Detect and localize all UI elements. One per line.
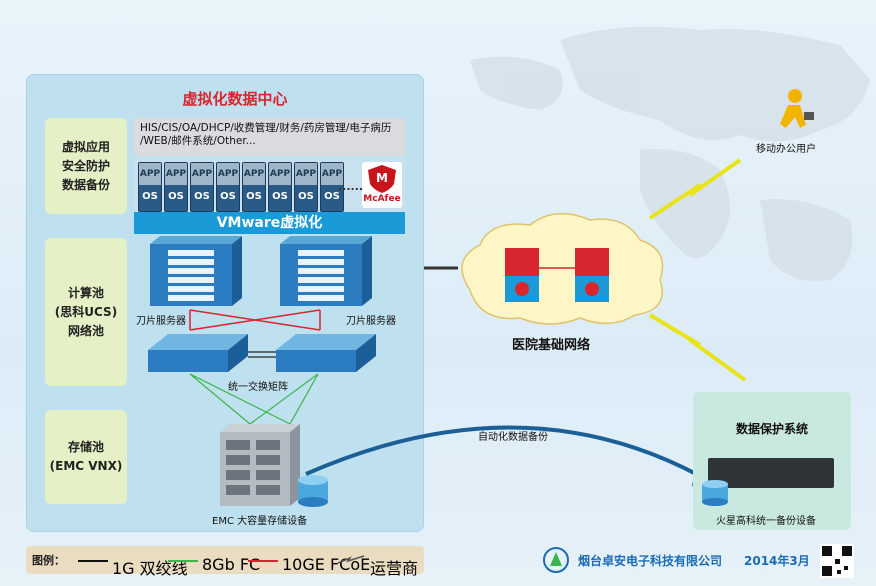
storage-device [220, 424, 300, 506]
blade-server-label-left: 刀片服务器 [136, 316, 186, 327]
mobile-user-icon [780, 89, 814, 128]
apps-text-line: /WEB/邮件系统/Other... [140, 135, 256, 147]
apps-text-line: HIS/CIS/OA/DHCP/收费管理/财务/药房管理/电子病历 [140, 122, 392, 134]
vm-chip-row: APP OS APP OS APP OS APP OS APP OS APP OS APP O… [138, 162, 344, 212]
switch-right [276, 334, 376, 372]
side-box-line: 存储池 [67, 440, 104, 454]
vm-chip-os: OS [142, 191, 158, 202]
vm-chip: APP OS [190, 162, 214, 212]
side-box-line: 计算池 [67, 285, 104, 300]
fcoe-links [189, 309, 321, 331]
mcafee-label: McAfee [363, 194, 401, 204]
legend-item: 1G 双绞线 [112, 555, 188, 579]
legend-swatch-carrier [337, 555, 365, 564]
vm-chip-app: APP [321, 163, 343, 185]
core-switch-left [505, 248, 539, 302]
switch-label: 统一交换矩阵 [228, 382, 288, 393]
legend-title: 图例： [32, 554, 65, 567]
vm-chip-os: OS [298, 191, 314, 202]
vmware-bar: VMware虚拟化 [134, 212, 405, 234]
backup-arrow-label: 自动化数据备份 [478, 432, 548, 443]
apps-text-box: HIS/CIS/OA/DHCP/收费管理/财务/药房管理/电子病历 /WEB/邮… [134, 118, 405, 156]
legend-item: 8Gb FC [202, 555, 260, 574]
side-box-line: (EMC VNX) [49, 459, 123, 473]
side-box-line: 安全防护 [61, 158, 110, 173]
mcafee-letter: M [376, 171, 388, 185]
mcafee-shield-icon [368, 165, 396, 193]
legend-swatch-fc [168, 560, 198, 562]
vm-chip-os: OS [324, 191, 340, 202]
wireless-bolt-lower [648, 313, 747, 382]
legend-swatch-fcoe [248, 560, 278, 562]
legend-label: 1G 双绞线 [112, 559, 188, 578]
footer-date: 2014年3月 [744, 554, 810, 568]
storage-database-icon [298, 475, 328, 507]
vm-chip-os: OS [220, 191, 236, 202]
side-box-line: 网络池 [67, 323, 104, 338]
mcafee-logo: M McAfee [362, 162, 402, 208]
company-logo-icon [543, 547, 569, 573]
blade-server-label-right: 刀片服务器 [346, 316, 396, 327]
vm-chip-app: APP [165, 163, 187, 185]
side-box-app: 虚拟应用 安全防护 数据备份 [45, 118, 127, 214]
network-cloud [461, 212, 664, 325]
backup-device [708, 458, 834, 488]
vm-chip-app: APP [295, 163, 317, 185]
vm-chip-os: OS [246, 191, 262, 202]
switch-left [148, 334, 248, 372]
page-title: 虚拟化数据中心 [182, 90, 288, 108]
storage-label: EMC 大容量存储设备 [212, 516, 308, 527]
vm-chip-app: APP [139, 163, 161, 185]
core-switch-right [575, 248, 609, 302]
side-box-compute: 计算池 (思科UCS) 网络池 [45, 238, 127, 386]
vm-chip: APP OS [294, 162, 318, 212]
vm-chip-os: OS [272, 191, 288, 202]
vm-chip: APP OS [164, 162, 188, 212]
side-box-line: 虚拟应用 [61, 139, 110, 154]
vm-chip: APP OS [138, 162, 162, 212]
side-box-line: 数据备份 [61, 177, 110, 192]
blade-server-right [280, 236, 372, 306]
network-label: 医院基础网络 [512, 338, 591, 353]
fc-links [189, 373, 319, 425]
vm-chip-app: APP [243, 163, 265, 185]
vm-chip-app: APP [269, 163, 291, 185]
vm-chip: APP OS [216, 162, 240, 212]
side-box-storage: 存储池 (EMC VNX) [45, 410, 127, 504]
legend-item: 运营商 [370, 555, 418, 579]
legend-label: 运营商 [370, 559, 419, 578]
backup-arrow [305, 425, 701, 478]
vm-chip-app: APP [217, 163, 239, 185]
vm-chip: APP OS [320, 162, 344, 212]
mobile-user-label: 移动办公用户 [756, 144, 816, 155]
wireless-bolt-upper [648, 158, 742, 220]
blade-server-left [150, 236, 242, 306]
vm-ellipsis: ...... [338, 180, 364, 193]
vm-chip: APP OS [268, 162, 292, 212]
side-box-line: (思科UCS) [54, 304, 118, 319]
protection-title: 数据保护系统 [735, 422, 808, 436]
vm-chip-app: APP [191, 163, 213, 185]
vm-chip-os: OS [194, 191, 210, 202]
qr-code [820, 544, 854, 578]
legend-swatch-1g [78, 560, 108, 562]
backup-device-label: 火星高科统一备份设备 [716, 516, 816, 527]
backup-database-icon [702, 480, 728, 506]
vm-chip-os: OS [168, 191, 184, 202]
vm-chip: APP OS [242, 162, 266, 212]
legend-label: 8Gb FC [202, 555, 261, 574]
company-name: 烟台卓安电子科技有限公司 [578, 554, 723, 568]
